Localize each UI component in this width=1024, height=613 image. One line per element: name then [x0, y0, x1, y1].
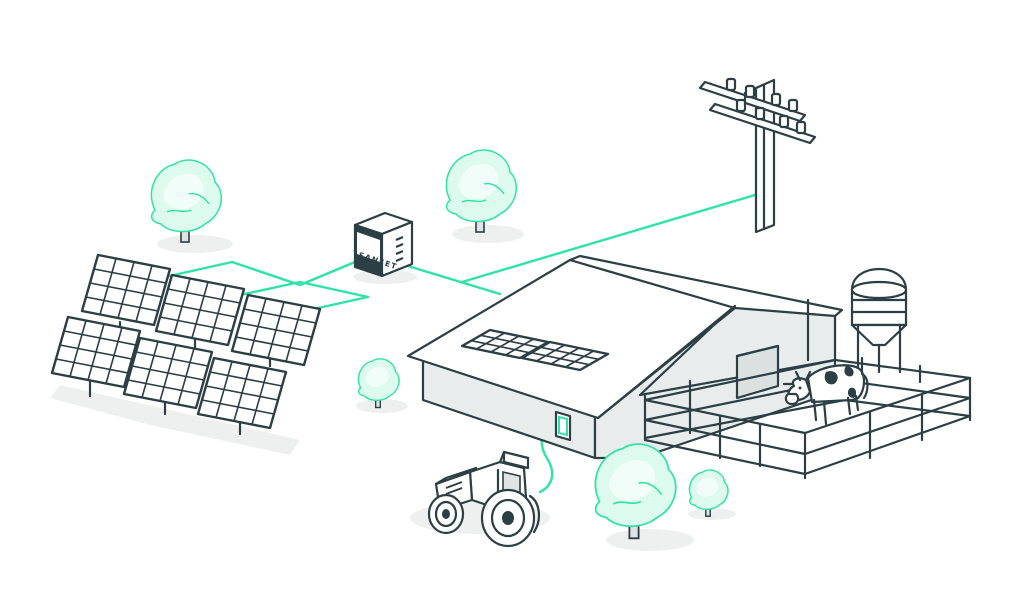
- wire-array-bottom: [238, 280, 370, 314]
- solar-panel-icon: [230, 293, 322, 367]
- solar-panel-icon: [154, 273, 246, 347]
- solar-panel-icon: [80, 253, 172, 327]
- wire-inverter-barn: [406, 264, 502, 296]
- cow-icon: [782, 364, 869, 426]
- tree-icon: [150, 159, 223, 243]
- solar-panel-icon: [122, 336, 214, 410]
- ev-charger-icon: [554, 410, 572, 442]
- solar-panels: [50, 253, 322, 430]
- fence: [643, 298, 972, 480]
- wire-grid: [460, 190, 767, 284]
- tree-icon: [445, 149, 518, 233]
- barn-icon: [406, 254, 844, 460]
- solar-panel-icon: [196, 356, 288, 430]
- solar-panel-icon: [520, 340, 610, 372]
- tree-icon: [357, 358, 400, 409]
- tree-icon: [688, 469, 729, 517]
- solar-panel-icon: [50, 315, 142, 389]
- utility-pole-icon: [698, 77, 817, 234]
- roof-solar-panels: [460, 328, 610, 372]
- solar-panel-icon: [460, 328, 550, 360]
- tractor-icon: [427, 450, 540, 548]
- tree-icon: [594, 443, 677, 540]
- wire-array-top: [163, 260, 357, 287]
- inverter-icon: SANSET: [353, 211, 417, 284]
- silo-icon: [850, 268, 908, 374]
- energy-wires: [163, 190, 767, 494]
